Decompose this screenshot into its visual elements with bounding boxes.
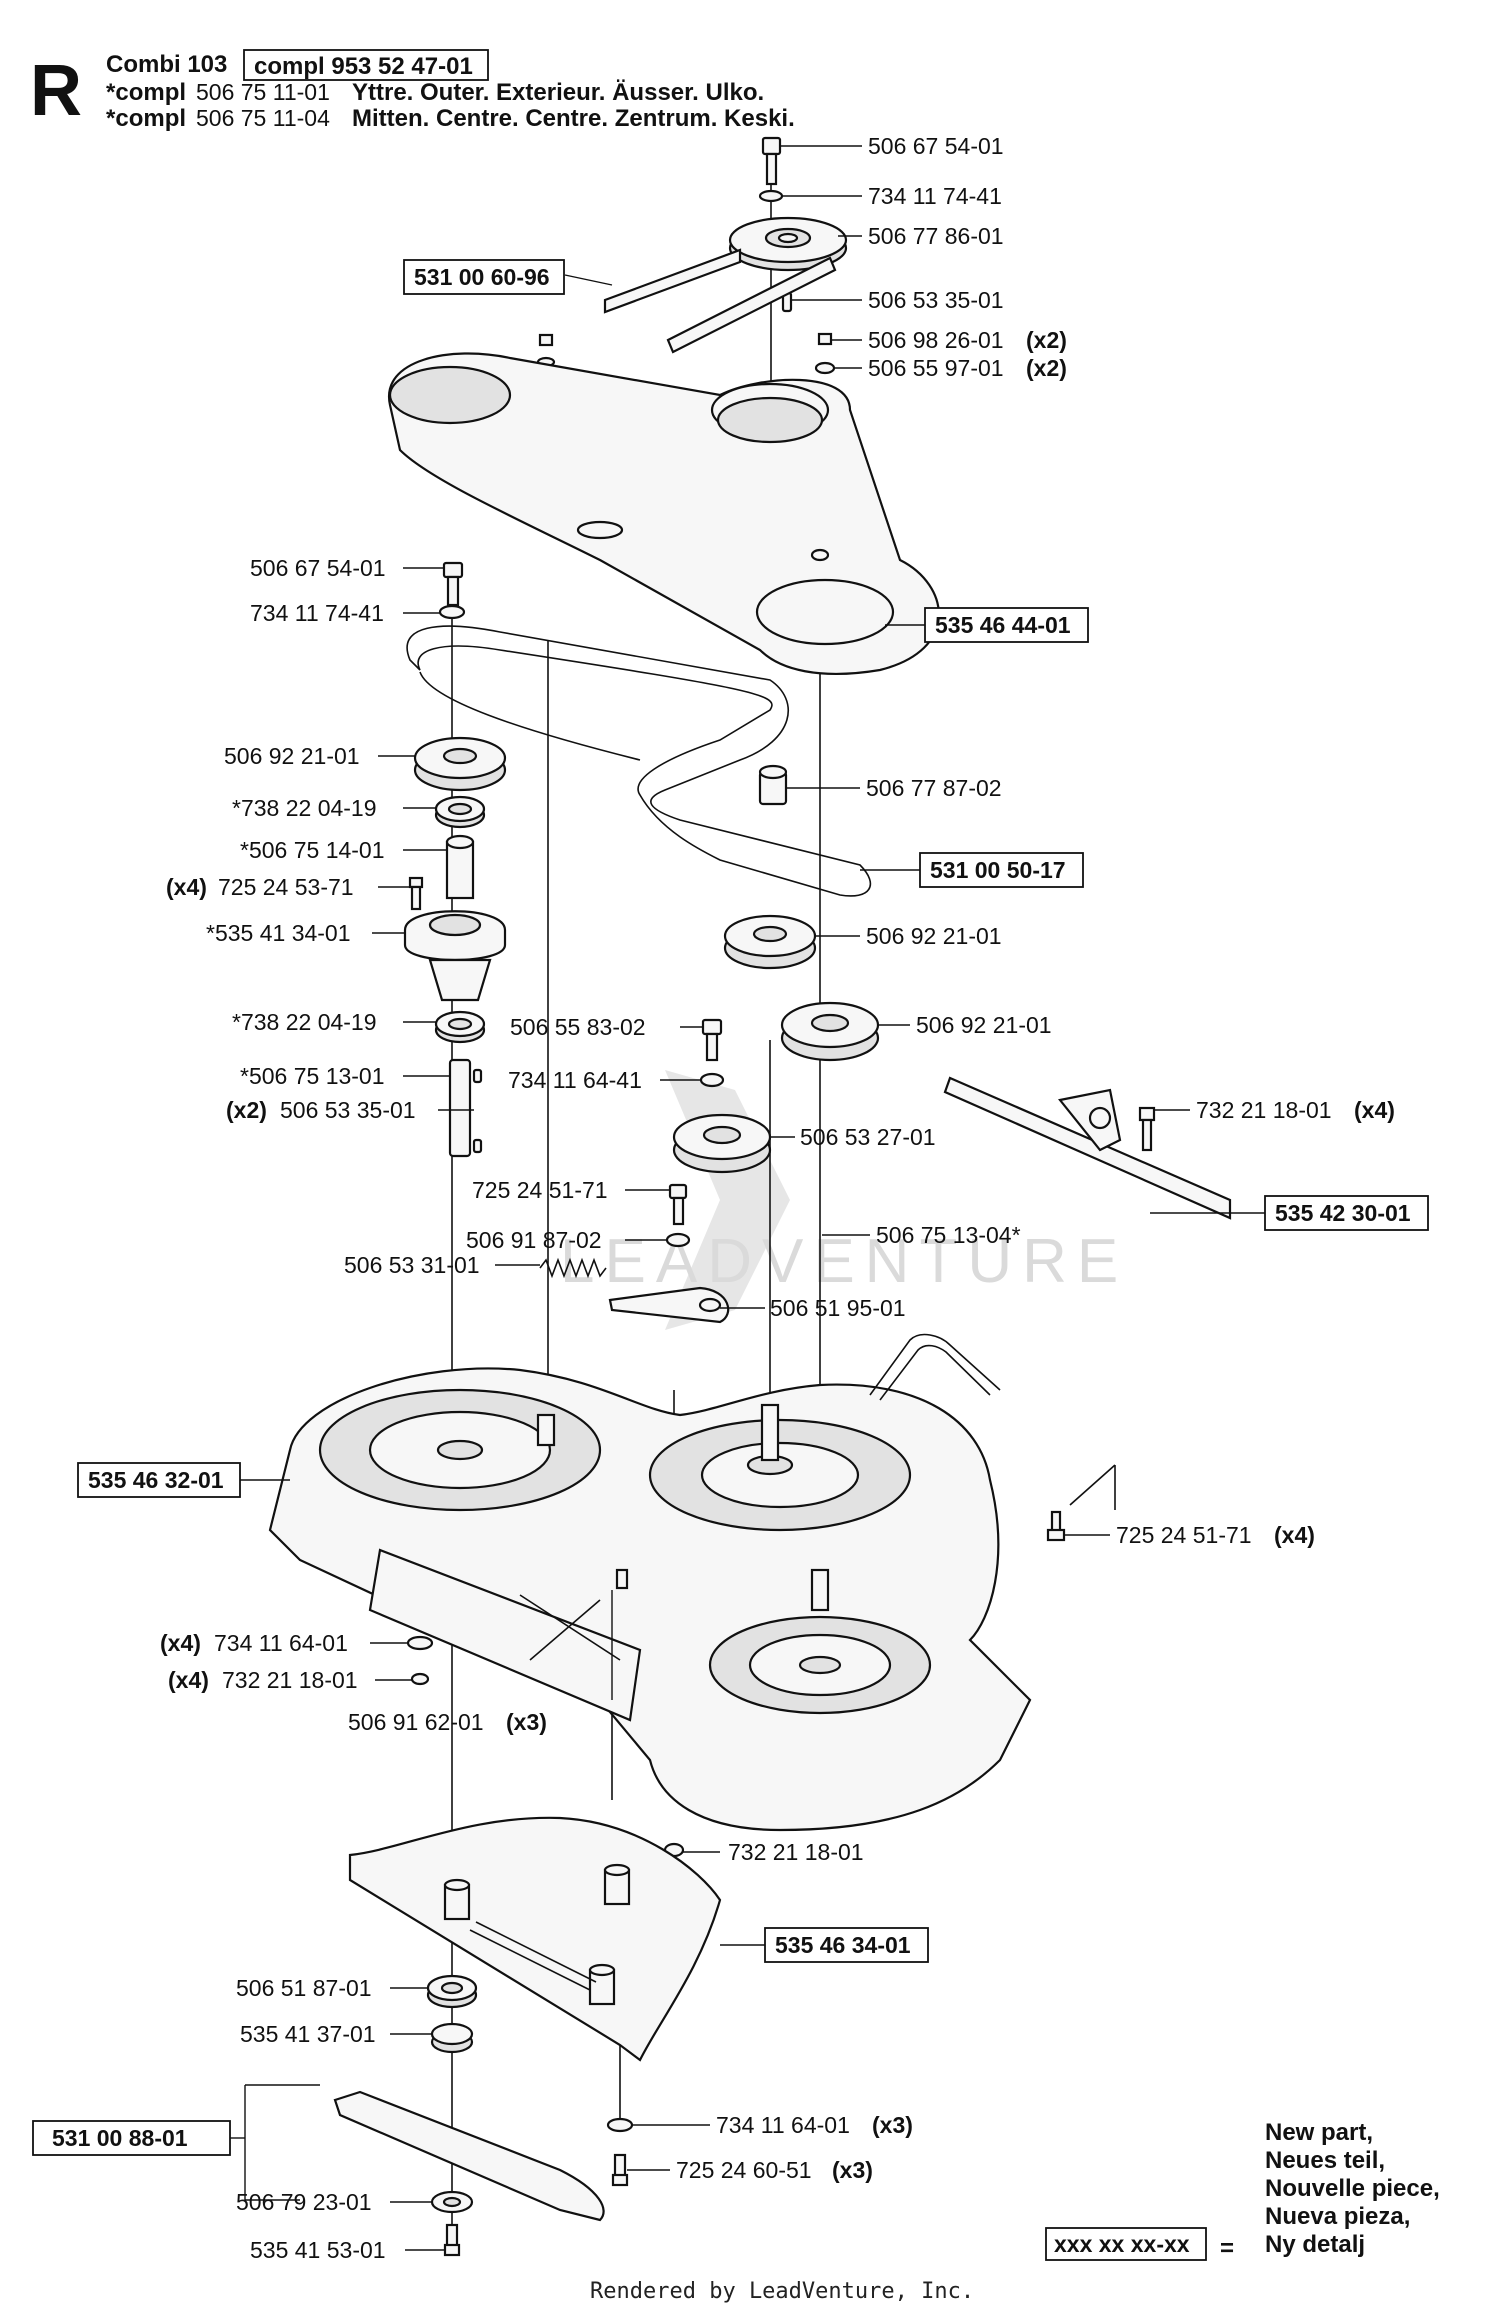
callout: 506 51 95-01 xyxy=(770,1295,906,1321)
callout-qty: (x3) xyxy=(506,1709,547,1735)
line3-part: 506 75 11-04 xyxy=(196,105,330,131)
callout: 506 51 87-01 xyxy=(236,1975,372,2001)
callout-qty: (x2) xyxy=(1026,355,1067,381)
callout: 732 21 18-01 xyxy=(222,1667,358,1693)
callout: 506 53 31-01 xyxy=(344,1252,480,1278)
callout: 506 77 87-02 xyxy=(866,775,1002,801)
callout: *506 75 14-01 xyxy=(240,837,385,863)
line2-prefix: *compl xyxy=(106,79,186,106)
callout: 506 55 97-01 xyxy=(868,355,1004,381)
callout: 506 75 13-04* xyxy=(876,1222,1021,1248)
model-name: Combi 103 xyxy=(106,51,227,78)
callout: 734 11 64-41 xyxy=(508,1067,642,1093)
callout: 734 11 74-41 xyxy=(250,600,384,626)
callout-qty: (x3) xyxy=(832,2157,873,2183)
callout: 725 24 53-71 xyxy=(218,874,354,900)
callout: 725 24 51-71 xyxy=(472,1177,608,1203)
boxed-parts: 531 00 60-96 535 46 44-01 531 00 50-17 5… xyxy=(32,259,1429,2156)
callout: 506 79 23-01 xyxy=(236,2189,372,2215)
legend-key-box xyxy=(1045,2227,1207,2261)
callout-qty: (x4) xyxy=(160,1630,201,1656)
legend-line: Ny detalj xyxy=(1265,2231,1365,2258)
boxed-part: 531 00 88-01 xyxy=(52,2125,188,2151)
kit-number: compl 953 52 47-01 xyxy=(254,53,473,80)
line2-desc: Yttre. Outer. Exterieur. Äusser. Ulko. xyxy=(352,79,764,106)
callout-qty: (x3) xyxy=(872,2112,913,2138)
kit-number-box xyxy=(243,49,489,81)
line3-desc: Mitten. Centre. Centre. Zentrum. Keski. xyxy=(352,105,795,132)
callout: 732 21 18-01 xyxy=(728,1839,864,1865)
callout: 506 67 54-01 xyxy=(250,555,386,581)
watermark-text: LEADVENTURE xyxy=(560,1227,1128,1296)
boxed-part: 535 42 30-01 xyxy=(1275,1200,1411,1226)
line2-part: 506 75 11-01 xyxy=(196,79,330,105)
callout-qty: (x4) xyxy=(168,1667,209,1693)
callout-qty: (x4) xyxy=(1354,1097,1395,1123)
legend-line: Neues teil, xyxy=(1265,2147,1385,2174)
boxed-part: 535 46 34-01 xyxy=(775,1932,911,1958)
boxed-part: 535 46 32-01 xyxy=(88,1467,224,1493)
callout: 734 11 74-41 xyxy=(868,183,1002,209)
legend-key: xxx xx xx-xx xyxy=(1054,2231,1190,2257)
callout: 732 21 18-01 xyxy=(1196,1097,1332,1123)
callout: 535 41 37-01 xyxy=(240,2021,376,2047)
callouts: 506 67 54-01 734 11 74-41 506 77 86-01 5… xyxy=(160,133,1395,2263)
boxed-part: 535 46 44-01 xyxy=(935,612,1071,638)
legend-equals: = xyxy=(1220,2235,1234,2262)
callout: 725 24 60-51 xyxy=(676,2157,812,2183)
callout: 535 41 53-01 xyxy=(250,2237,386,2263)
callout: 506 53 35-01 xyxy=(280,1097,416,1123)
callout-qty: (x2) xyxy=(1026,327,1067,353)
callout: *738 22 04-19 xyxy=(232,795,377,821)
legend-line: New part, xyxy=(1265,2119,1373,2146)
callout: 506 53 27-01 xyxy=(800,1124,936,1150)
callout-qty: (x4) xyxy=(166,874,207,900)
line3-prefix: *compl xyxy=(106,105,186,132)
boxed-part: 531 00 50-17 xyxy=(930,857,1066,883)
callout: 725 24 51-71 xyxy=(1116,1522,1252,1548)
callout: 506 53 35-01 xyxy=(868,287,1004,313)
boxed-part: 531 00 60-96 xyxy=(414,264,550,290)
callout-qty: (x2) xyxy=(226,1097,267,1123)
new-part-legend: New part, Neues teil, Nouvelle piece, Nu… xyxy=(1045,2119,1440,2262)
callout: 734 11 64-01 xyxy=(716,2112,850,2138)
callout: 506 55 83-02 xyxy=(510,1014,646,1040)
footer-credit: Rendered by LeadVenture, Inc. xyxy=(590,2279,974,2304)
callout: 506 92 21-01 xyxy=(224,743,360,769)
legend-line: Nueva pieza, xyxy=(1265,2203,1410,2230)
leader-lines xyxy=(230,145,1265,2251)
callout: 506 92 21-01 xyxy=(916,1012,1052,1038)
section-letter: R xyxy=(30,51,82,131)
callout: 506 92 21-01 xyxy=(866,923,1002,949)
callout: *506 75 13-01 xyxy=(240,1063,385,1089)
callout: *535 41 34-01 xyxy=(206,920,351,946)
legend-line: Nouvelle piece, xyxy=(1265,2175,1440,2202)
callout: 506 67 54-01 xyxy=(868,133,1004,159)
exploded-drawing xyxy=(244,136,1232,2257)
callout: 506 98 26-01 xyxy=(868,327,1004,353)
callout-qty: (x4) xyxy=(1274,1522,1315,1548)
callout: 734 11 64-01 xyxy=(214,1630,348,1656)
callout: *738 22 04-19 xyxy=(232,1009,377,1035)
callout: 506 77 86-01 xyxy=(868,223,1004,249)
callout: 506 91 62-01 xyxy=(348,1709,484,1735)
callout: 506 91 87-02 xyxy=(466,1227,602,1253)
watermark: LEADVENTURE xyxy=(560,1070,1128,1330)
